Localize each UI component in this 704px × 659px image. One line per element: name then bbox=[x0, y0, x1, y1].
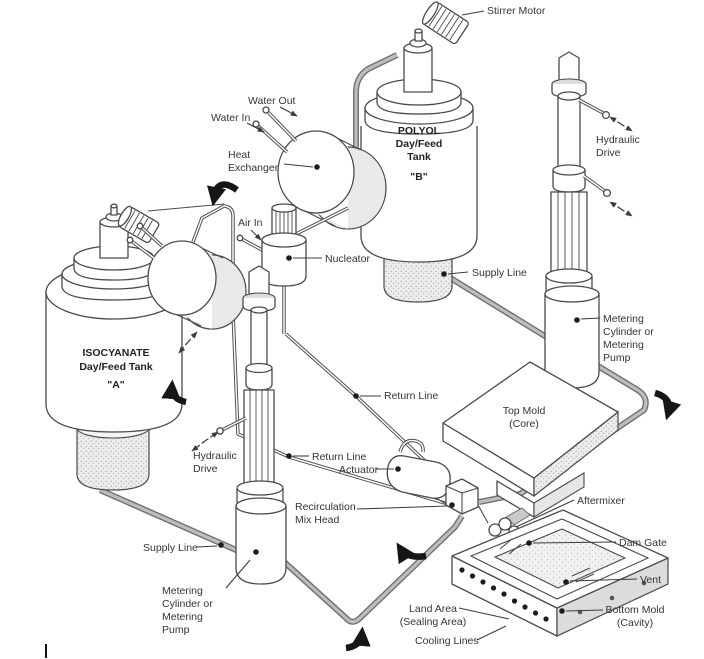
flow-arrow-supply-right bbox=[653, 389, 682, 421]
metering-left-label: Metering bbox=[162, 585, 203, 597]
land-area-label: Land Area bbox=[409, 603, 457, 615]
nucleator-label: Nucleator bbox=[325, 253, 370, 265]
flow-arrow-heat-exchanger bbox=[206, 181, 239, 207]
stirrer-motor-label: Stirrer Motor bbox=[487, 5, 546, 17]
water-out-label: Water Out bbox=[248, 95, 296, 107]
stirrer-motor-b bbox=[421, 1, 469, 45]
tank-a-body bbox=[45, 292, 183, 433]
supply-line-left-label: Supply Line bbox=[143, 542, 198, 554]
land-area-rim bbox=[469, 518, 650, 600]
metering-cylinder-left bbox=[191, 265, 287, 585]
hydraulic-drive-left-label: Hydraulic bbox=[193, 450, 237, 462]
recirculation-mix-head bbox=[445, 478, 479, 515]
top-mold-label: (Core) bbox=[509, 418, 539, 430]
land-area-label: (Sealing Area) bbox=[400, 616, 467, 628]
polyol-day-feed-tank: POLYOL Day/Feed Tank "B" bbox=[360, 1, 478, 303]
top-mold: Top Mold (Core) bbox=[442, 361, 619, 526]
aftermixer-label: Aftermixer bbox=[577, 495, 625, 507]
metering-left-label: Pump bbox=[162, 624, 190, 636]
hydraulic-drive-right-label: Hydraulic bbox=[596, 134, 640, 146]
tank-b-body bbox=[360, 126, 478, 263]
metering-right-label: Cylinder or bbox=[603, 326, 654, 338]
return-line-lower-label: Return Line bbox=[312, 451, 366, 463]
nucleator bbox=[236, 203, 349, 334]
heat-exchanger-drum bbox=[277, 130, 355, 214]
leader-lines bbox=[45, 10, 638, 658]
vent-label: Vent bbox=[640, 574, 661, 586]
cooling-lines-label: Cooling Lines bbox=[415, 635, 479, 647]
tank-a-skirt bbox=[76, 428, 150, 491]
metering-cylinder-left-body bbox=[235, 506, 287, 585]
tank-b-neck bbox=[403, 48, 433, 93]
tank-b-label: POLYOL bbox=[398, 125, 441, 137]
piston-rods-right bbox=[550, 191, 588, 279]
tank-a-label: ISOCYANATE bbox=[82, 347, 149, 359]
bottom-mold-label: Bottom Mold bbox=[606, 604, 665, 616]
hydraulic-drive-right-label: Drive bbox=[596, 147, 621, 159]
dam-gate-label: Dam Gate bbox=[619, 537, 667, 549]
actuator-label: Actuator bbox=[339, 464, 379, 476]
supply-line-a-pipe bbox=[98, 487, 465, 625]
bottom-mold bbox=[451, 509, 669, 637]
supply-line-right-label: Supply Line bbox=[472, 267, 527, 279]
isocyanate-day-feed-tank: ISOCYANATE Day/Feed Tank "A" bbox=[45, 203, 183, 491]
metering-left-label: Metering bbox=[162, 611, 203, 623]
recirculation-mix-head-label: Mix Head bbox=[295, 514, 340, 526]
top-mold-label: Top Mold bbox=[503, 405, 546, 417]
water-in-label: Water In bbox=[211, 112, 250, 124]
return-line-upper-label: Return Line bbox=[384, 390, 438, 402]
top-mold-top-face bbox=[442, 361, 619, 479]
flow-arrows bbox=[161, 181, 682, 652]
heat-exchanger-a bbox=[126, 222, 247, 354]
actuator bbox=[386, 438, 451, 506]
piston-rods-left bbox=[243, 389, 275, 491]
metering-right-label: Pump bbox=[603, 352, 631, 364]
metering-cylinder-right-body bbox=[544, 294, 600, 389]
heat-exchanger-label: Exchanger bbox=[228, 162, 279, 174]
metering-cylinder-right bbox=[544, 51, 633, 389]
dam-gate bbox=[499, 538, 522, 555]
tank-a-label: "A" bbox=[107, 379, 125, 391]
flow-arrow-supply-left-lower bbox=[345, 626, 371, 652]
metering-left-label: Cylinder or bbox=[162, 598, 213, 610]
tank-b-label: Tank bbox=[407, 151, 431, 163]
air-in-label: Air In bbox=[238, 217, 263, 229]
tank-b-label: Day/Feed bbox=[396, 138, 443, 150]
hydraulic-drive-left-label: Drive bbox=[193, 463, 218, 475]
callout-labels: Stirrer Motor Water Out Water In Heat Ex… bbox=[143, 5, 667, 647]
heat-exchanger-b bbox=[252, 106, 387, 230]
tank-b-label: "B" bbox=[410, 171, 428, 183]
flow-arrow-tank-a bbox=[161, 379, 187, 406]
cooling-line-holes bbox=[459, 567, 647, 622]
recirculation-mix-head-label: Recirculation bbox=[295, 501, 356, 513]
tank-a-label: Day/Feed Tank bbox=[79, 361, 152, 373]
actuator-body bbox=[386, 455, 451, 499]
metering-right-label: Metering bbox=[603, 339, 644, 351]
bottom-mold-label: (Cavity) bbox=[617, 617, 653, 629]
metering-right-label: Metering bbox=[603, 313, 644, 325]
heat-exchanger-label: Heat bbox=[228, 149, 250, 161]
flow-arrow-supply-left-upper bbox=[396, 542, 427, 565]
